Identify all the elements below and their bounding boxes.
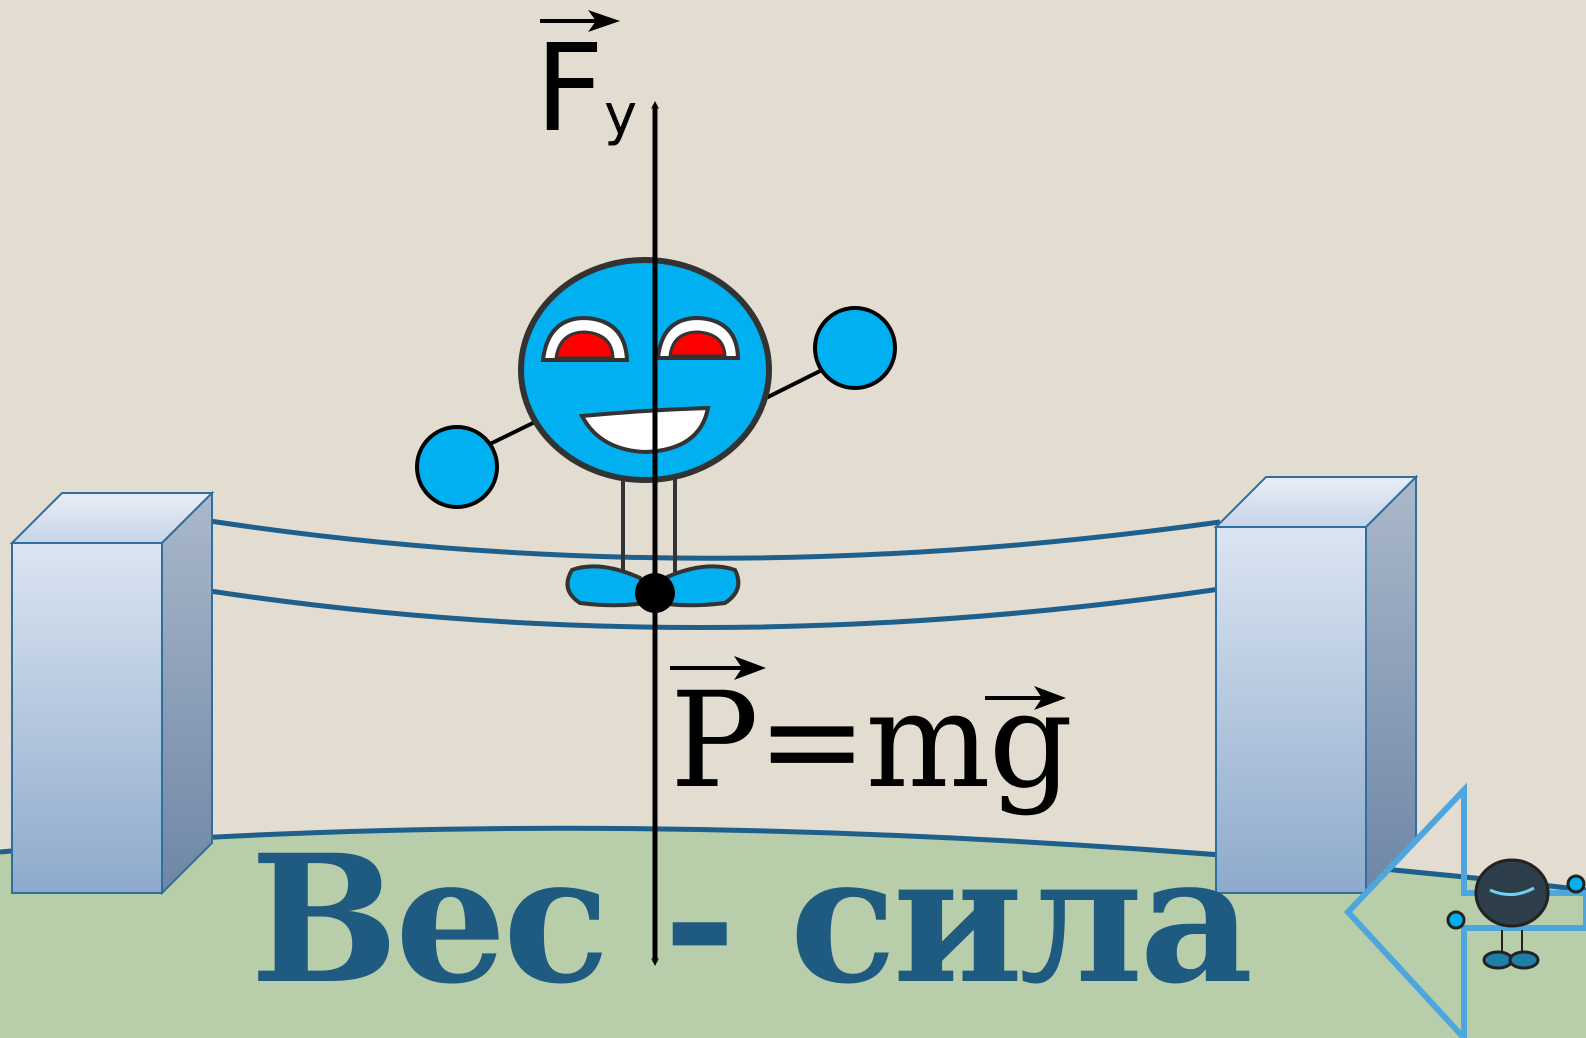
rope-upper [209,518,1221,561]
support-force-subscript: у [604,83,638,148]
weight-formula: P=mg [670,664,1073,818]
character-right-hand [813,306,897,390]
character [415,257,897,608]
right-post [1213,474,1419,896]
support-force-symbol: F [535,20,605,159]
small-character-icon [1446,858,1586,970]
left-post [9,490,215,896]
vector-arrow-over-f [540,10,620,32]
character-mouth [578,405,711,455]
back-nav-button[interactable] [1343,782,1586,1038]
character-head [518,257,772,483]
ground [0,828,1586,1038]
vector-arrow-over-p [670,656,766,680]
rope-lower [209,586,1221,630]
character-right-foot [652,564,741,608]
slide-title: Вес - сила [250,816,1253,1023]
vector-arrow-over-g [985,686,1066,710]
character-left-foot [565,564,653,608]
character-left-hand [415,425,499,509]
application-point [635,573,675,613]
